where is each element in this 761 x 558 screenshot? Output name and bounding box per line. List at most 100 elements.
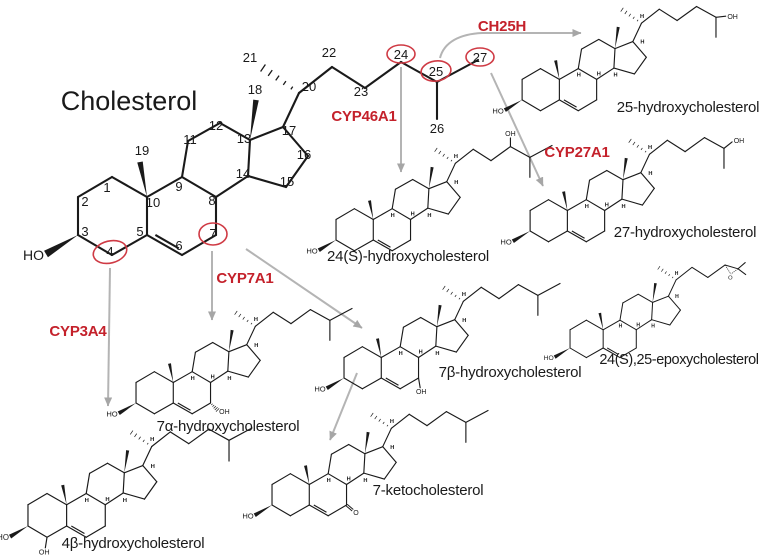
svg-text:1: 1 [103,180,110,195]
svg-text:23: 23 [354,84,368,99]
svg-text:7: 7 [209,226,216,241]
svg-text:H: H [411,212,415,218]
svg-text:H: H [390,419,394,425]
enzyme-label-cyp3a4: CYP3A4 [49,323,107,340]
label-24s-hydroxycholesterol: 24(S)-hydroxycholesterol [327,248,489,265]
label-4beta-hydroxycholesterol: 4β-hydroxycholesterol [61,535,205,552]
svg-text:HO: HO [314,385,325,394]
label-7-ketocholesterol: 7-ketocholesterol [372,482,484,499]
svg-text:OH: OH [727,14,738,21]
enzyme-label-cyp46a1: CYP46A1 [331,108,397,125]
arrow-to-7b [245,248,363,329]
svg-text:OH: OH [39,548,50,557]
circle-position-24 [386,44,416,64]
svg-text:6: 6 [175,238,182,253]
svg-text:22: 22 [322,45,336,60]
svg-text:HO: HO [500,238,511,247]
svg-text:9: 9 [175,179,182,194]
svg-text:4: 4 [106,244,113,259]
label-27-hydroxycholesterol: 27-hydroxycholesterol [613,224,757,241]
svg-text:HO: HO [0,533,9,542]
svg-text:HO: HO [106,410,117,419]
svg-text:13: 13 [237,131,251,146]
svg-text:H: H [648,171,652,177]
arrow-7b-to-7keto [329,372,358,441]
svg-text:H: H [227,376,231,382]
svg-text:H: H [435,351,439,357]
svg-text:H: H [621,204,625,210]
svg-text:H: H [462,292,466,298]
svg-text:14: 14 [236,166,250,181]
svg-text:11: 11 [183,132,197,147]
circle-position-27 [465,47,495,67]
svg-text:H: H [454,154,458,160]
svg-text:10: 10 [146,195,160,210]
svg-text:3: 3 [81,224,88,239]
svg-text:27: 27 [473,50,487,65]
svg-text:H: H [85,498,89,504]
arrow-ch25h [439,29,582,59]
svg-text:H: H [254,317,258,323]
svg-text:20: 20 [302,79,316,94]
svg-text:H: H [191,376,195,382]
svg-text:H: H [327,478,331,484]
svg-text:H: H [151,464,155,470]
svg-text:HO: HO [492,106,503,115]
enzyme-label-ch25h: CH25H [477,18,527,35]
svg-text:OH: OH [416,389,427,396]
svg-text:17: 17 [282,123,296,138]
svg-text:H: H [123,498,127,504]
arrows-layer [104,29,582,441]
svg-text:21: 21 [243,50,257,65]
svg-text:H: H [585,204,589,210]
svg-text:H: H [619,323,623,329]
main-structure-title: Cholesterol [60,86,198,116]
svg-text:16: 16 [297,147,311,162]
svg-text:24: 24 [394,47,408,62]
svg-text:H: H [675,271,679,277]
circle-position-25 [420,60,452,82]
svg-text:OH: OH [219,409,230,416]
svg-text:H: H [427,213,431,219]
svg-text:2: 2 [81,194,88,209]
svg-text:H: H [462,318,466,324]
svg-text:H: H [636,322,640,328]
svg-text:H: H [150,437,154,443]
svg-text:H: H [363,478,367,484]
enzyme-label-cyp27a1: CYP27A1 [544,144,610,161]
svg-text:H: H [391,213,395,219]
structure-4beta-hydroxycholesterol: HO OH H H H H H [0,427,253,557]
svg-text:H: H [105,497,109,503]
svg-text:5: 5 [136,224,143,239]
svg-text:HO: HO [544,355,554,362]
svg-text:26: 26 [430,121,444,136]
label-25-hydroxycholesterol: 25-hydroxycholesterol [616,99,760,116]
svg-text:H: H [399,351,403,357]
svg-text:25: 25 [429,64,443,79]
svg-text:HO: HO [23,247,44,263]
label-7beta-hydroxycholesterol: 7β-hydroxycholesterol [438,364,582,381]
svg-text:H: H [254,343,258,349]
svg-text:H: H [577,73,581,79]
svg-text:HO: HO [242,512,253,521]
svg-text:H: H [454,180,458,186]
svg-text:H: H [640,40,644,46]
svg-text:15: 15 [280,174,294,189]
svg-text:H: H [347,477,351,483]
label-24s25-epoxycholesterol: 24(S),25-epoxycholesterol [599,352,759,368]
arrow-cyp3a4 [104,267,113,407]
svg-text:18: 18 [248,82,262,97]
svg-text:H: H [648,145,652,151]
svg-text:H: H [597,72,601,78]
circle-position-4 [92,239,128,265]
svg-text:OH: OH [734,138,745,145]
